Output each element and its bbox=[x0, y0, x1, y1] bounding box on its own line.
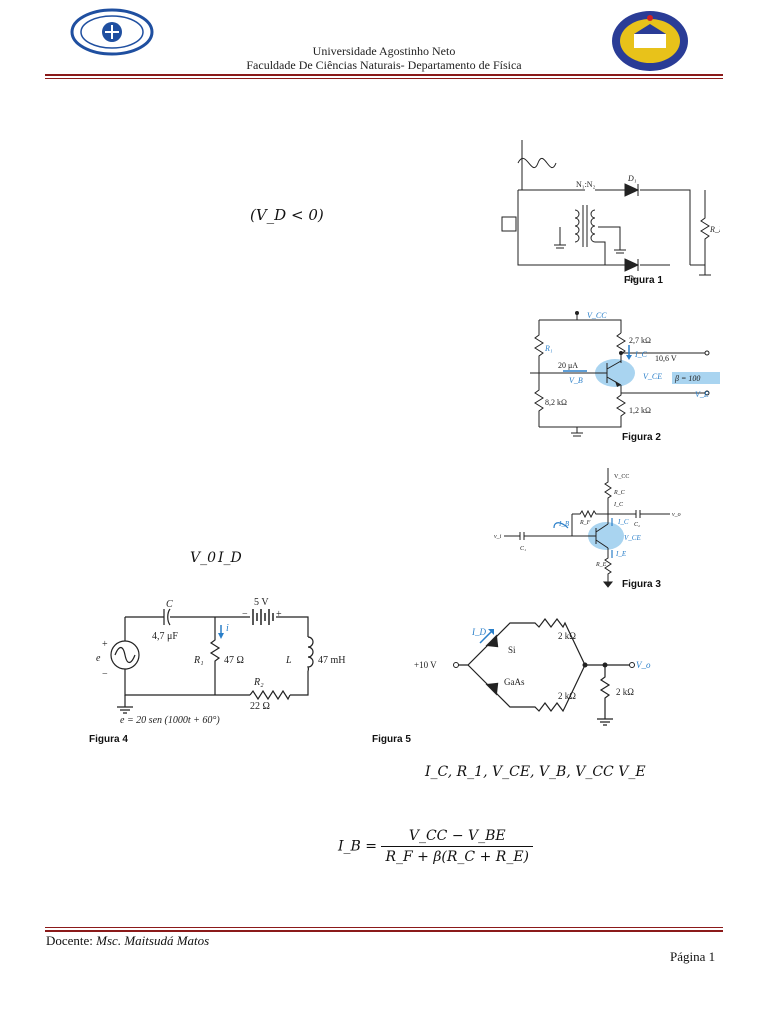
fig1-turns-ratio: N₁:N₂ bbox=[576, 180, 596, 189]
unknowns-list: I_C, R_1, V_CE, V_B, V_CC V_E bbox=[425, 764, 646, 780]
ib-numerator: V_CC − V_BE bbox=[381, 828, 534, 847]
logo-left bbox=[70, 8, 154, 56]
fig2-r1: R₁ bbox=[544, 344, 553, 353]
fig2-beta: β = 100 bbox=[674, 374, 700, 383]
fig4-r2: R₂ bbox=[253, 677, 264, 688]
docente-name: Msc. Maitsudá Matos bbox=[96, 933, 210, 948]
fig4-batt-minus: − bbox=[242, 609, 248, 620]
id-symbol: I_D bbox=[218, 550, 242, 566]
fig3-caption: Figura 3 bbox=[622, 579, 661, 590]
fig2-vce: V_CE bbox=[643, 372, 662, 381]
footer-rule-1 bbox=[45, 927, 723, 928]
fig4-r2-val: 22 Ω bbox=[250, 701, 270, 712]
ib-lhs: I_B = bbox=[338, 838, 377, 855]
fig3-vce: V_CE bbox=[624, 534, 641, 542]
logo-right bbox=[610, 8, 690, 74]
fig4-e-plus: + bbox=[102, 639, 108, 650]
fig3-ib: I_B bbox=[558, 520, 570, 528]
fig3-vcc: V_CC bbox=[614, 474, 629, 480]
fig3-re: R_E bbox=[595, 562, 607, 568]
fig2-r2: 8,2 kΩ bbox=[545, 398, 567, 407]
ib-fraction: V_CC − V_BE R_F + β(R_C + R_E) bbox=[381, 828, 534, 865]
fig3-ie: I_E bbox=[615, 550, 627, 558]
footer-rule-2 bbox=[45, 930, 723, 932]
fig5-id: I_D bbox=[471, 627, 486, 637]
fig4-e-minus: − bbox=[102, 669, 108, 680]
fig4-batt-plus: + bbox=[276, 609, 282, 620]
fig2-vcc: V_CC bbox=[587, 311, 607, 320]
fig1-d2: D₂ bbox=[627, 274, 637, 283]
fig3-c2: C₂ bbox=[634, 522, 640, 528]
fig5-r-top: 2 kΩ bbox=[558, 631, 576, 641]
vd-condition: (V_D < 0) bbox=[250, 206, 324, 224]
fig1-caption: Figura 1 bbox=[624, 275, 663, 286]
docente-label: Docente: bbox=[46, 933, 93, 948]
fig2-caption: Figura 2 bbox=[622, 432, 661, 443]
header-university: Universidade Agostinho Neto bbox=[312, 44, 456, 58]
fig2-ib: 20 μA bbox=[558, 361, 578, 370]
fig2-ve: V_E bbox=[695, 390, 709, 399]
fig4-l-val: 47 mH bbox=[318, 655, 346, 666]
fig4-c: C bbox=[166, 599, 173, 610]
ib-formula: I_B = V_CC − V_BE R_F + β(R_C + R_E) bbox=[338, 828, 534, 865]
fig3-ic: I_C bbox=[617, 518, 629, 526]
fig4-i: i bbox=[226, 623, 229, 634]
fig4-source-eq: e = 20 sen (1000t + 60°) bbox=[120, 715, 220, 726]
fig3-rf: R_F bbox=[579, 520, 591, 526]
fig2-vb: V_B bbox=[569, 376, 583, 385]
figure-3: V_CC R_C I_C R_F C₂ v_o I_B v_i C₁ I_C V… bbox=[484, 460, 684, 590]
fig4-l: L bbox=[285, 655, 292, 666]
fig4-e: e bbox=[96, 653, 101, 664]
fig2-re: 1,2 kΩ bbox=[629, 406, 651, 415]
fig1-d1: D₁ bbox=[627, 174, 637, 183]
figure-4: C 4,7 μF 5 V − + i R₁ 47 Ω L 47 mH + e −… bbox=[90, 595, 370, 730]
v0-symbol: V_0 bbox=[190, 550, 217, 566]
fig5-r-load: 2 kΩ bbox=[616, 687, 634, 697]
fig5-vo: V_o bbox=[636, 660, 651, 670]
fig2-rc: 2,7 kΩ bbox=[629, 336, 651, 345]
header-faculty: Faculdade De Ciências Naturais- Departam… bbox=[246, 58, 522, 72]
fig4-batt: 5 V bbox=[254, 597, 269, 608]
fig3-rc: R_C bbox=[613, 490, 626, 496]
fig2-vc: 10,6 V bbox=[655, 354, 677, 363]
fig2-ic: I_C bbox=[634, 350, 648, 359]
fig5-r-bot: 2 kΩ bbox=[558, 691, 576, 701]
fig4-caption: Figura 4 bbox=[89, 734, 128, 745]
figure-2: V_CC R₁ 2,7 kΩ I_C 10,6 V 20 μA V_CE V_B… bbox=[525, 305, 725, 440]
fig3-vi: v_i bbox=[494, 534, 502, 540]
fig3-vo: v_o bbox=[672, 512, 681, 518]
figure-5: I_D Si GaAs 2 kΩ 2 kΩ 2 kΩ +10 V V_o bbox=[410, 615, 670, 730]
fig3-ic-top: I_C bbox=[613, 502, 624, 508]
fig4-r1-val: 47 Ω bbox=[224, 655, 244, 666]
fig5-vin: +10 V bbox=[414, 660, 437, 670]
fig5-gaas: GaAs bbox=[504, 677, 525, 687]
fig5-caption: Figura 5 bbox=[372, 734, 411, 745]
ib-denominator: R_F + β(R_C + R_E) bbox=[385, 849, 530, 865]
header-rule-1 bbox=[45, 74, 723, 76]
fig1-rl: R_L bbox=[709, 225, 720, 234]
fig4-r1: R₁ bbox=[193, 655, 204, 666]
fig3-c1: C₁ bbox=[520, 546, 526, 552]
fig4-cap-val: 4,7 μF bbox=[152, 631, 178, 642]
footer-docente: Docente: Msc. Maitsudá Matos bbox=[46, 933, 209, 949]
fig5-si: Si bbox=[508, 645, 516, 655]
header-rule-2 bbox=[45, 78, 723, 79]
page-number: Página 1 bbox=[670, 949, 716, 964]
figure-1: N₁:N₂ D₁ D₂ R_L bbox=[490, 135, 724, 290]
